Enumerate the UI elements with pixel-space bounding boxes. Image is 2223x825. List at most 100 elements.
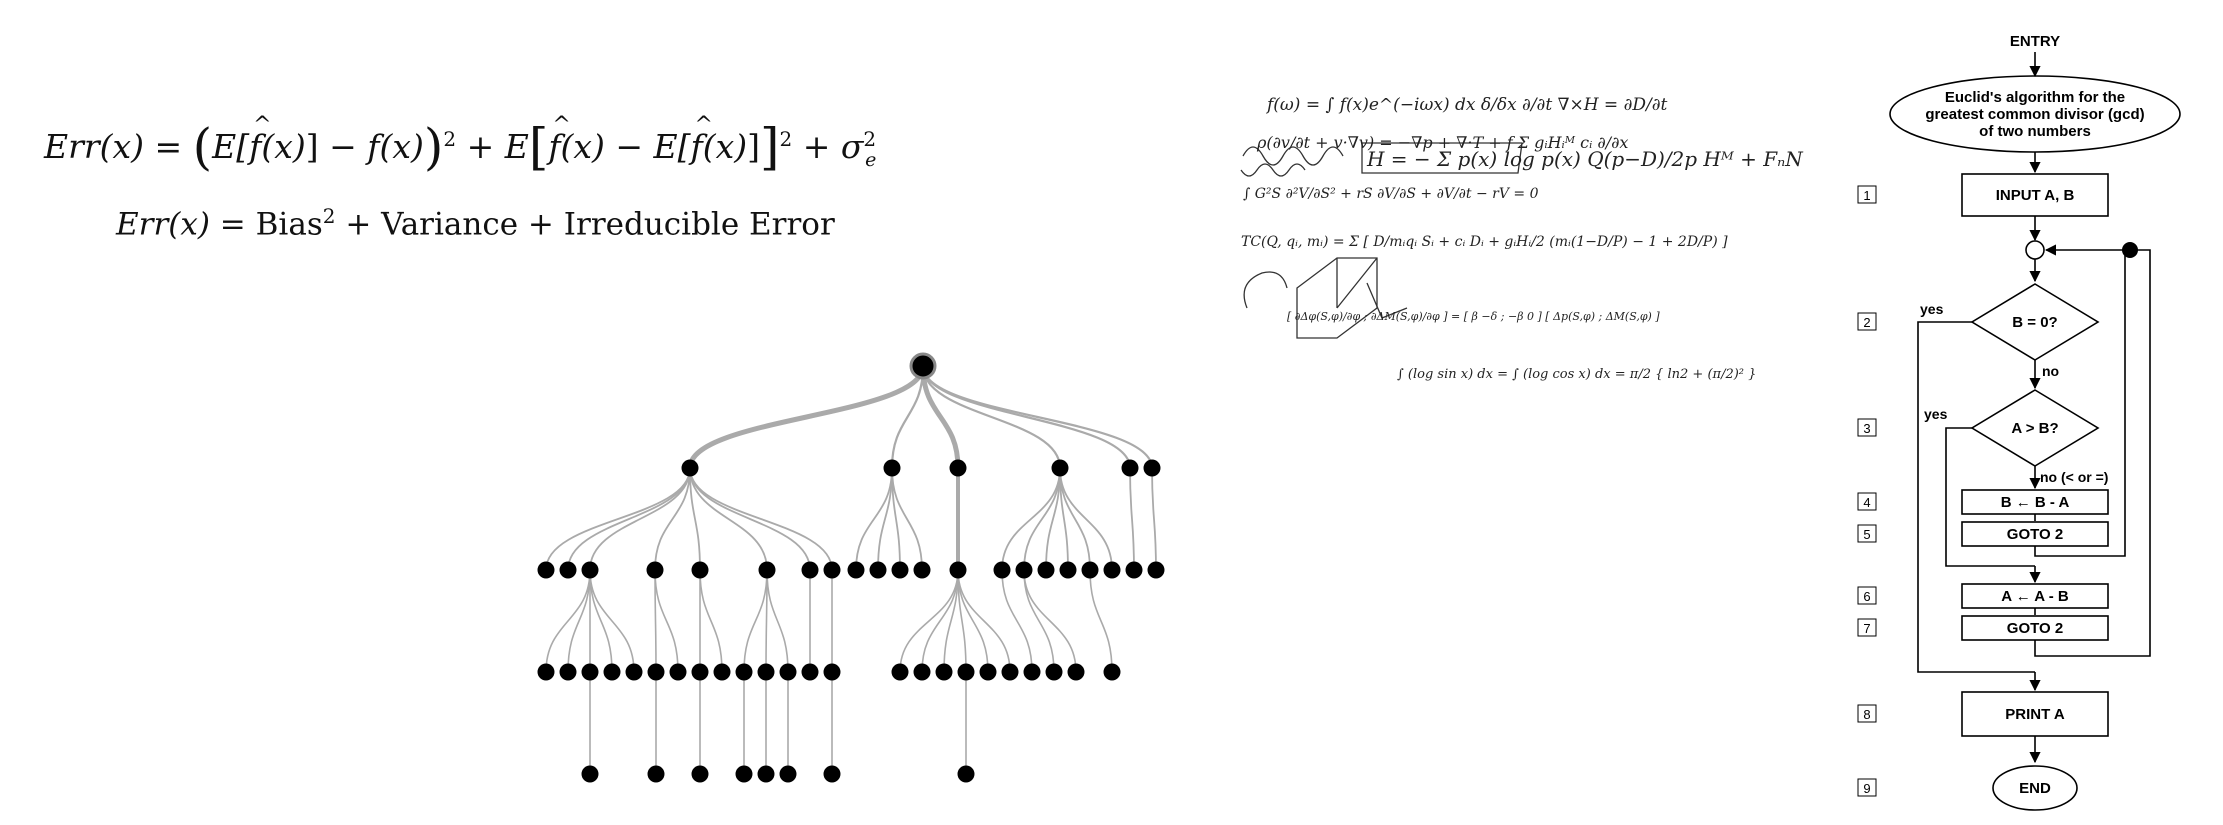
yes-label-1: yes bbox=[1920, 301, 1944, 317]
tree-node bbox=[581, 765, 599, 783]
formula2-bias-sup: 2 bbox=[322, 204, 336, 228]
tree-node bbox=[935, 663, 953, 681]
title-line-2: greatest common divisor (gcd) bbox=[1925, 106, 2144, 123]
tree-node bbox=[1143, 459, 1161, 477]
board-line-1: f(ω) = ∫ f(x)e^(−iωx) dx δ/δx ∂/∂t ∇×H =… bbox=[1265, 95, 1668, 115]
tree-node bbox=[758, 561, 776, 579]
tree-node bbox=[1125, 561, 1143, 579]
tree-node bbox=[883, 459, 901, 477]
tree-edge bbox=[567, 569, 591, 673]
line-number-box bbox=[1857, 778, 1877, 797]
tree-edge bbox=[1001, 569, 1033, 673]
tree-node bbox=[537, 663, 555, 681]
tree-edge bbox=[689, 467, 833, 571]
print-label: PRINT A bbox=[2005, 706, 2065, 723]
tree-edge bbox=[1023, 467, 1061, 571]
line-number-box bbox=[1857, 618, 1877, 637]
tree-node bbox=[1051, 459, 1069, 477]
handwritten-equations: f(ω) = ∫ f(x)e^(−iωx) dx δ/δx ∂/∂t ∇×H =… bbox=[1240, 95, 1804, 382]
boxed-entropy bbox=[1361, 142, 1523, 174]
tree-edge bbox=[921, 365, 1132, 469]
board-line-3: H = − Σ p(x) log p(x) Q(p−D)/2p Hᴹ + FₙN bbox=[1366, 147, 1804, 171]
tree-edge bbox=[589, 569, 613, 673]
step-goto-a-label: GOTO 2 bbox=[2007, 526, 2063, 543]
tree-root-node bbox=[909, 352, 937, 380]
tree-node bbox=[1121, 459, 1139, 477]
line-number: 5 bbox=[1863, 527, 1870, 542]
tree-node bbox=[681, 459, 699, 477]
line-number-box bbox=[1857, 312, 1877, 331]
no-label-2: no (< or =) bbox=[2040, 469, 2108, 485]
tree-node bbox=[646, 561, 664, 579]
tree-node bbox=[537, 561, 555, 579]
tree-node bbox=[993, 561, 1011, 579]
formula-inner-close: ] bbox=[747, 127, 760, 166]
tree-edge bbox=[899, 569, 959, 673]
formula-square-2: 2 bbox=[779, 127, 793, 151]
tree-graph bbox=[537, 352, 1165, 783]
formula2-variance: Variance bbox=[381, 206, 519, 243]
tree-node bbox=[891, 663, 909, 681]
tree-node bbox=[779, 663, 797, 681]
tree-node bbox=[625, 663, 643, 681]
tree-edge bbox=[687, 365, 926, 469]
formula-lhs: Err(x) bbox=[44, 127, 144, 166]
tree-node bbox=[735, 663, 753, 681]
tree-node bbox=[913, 561, 931, 579]
formula2-lhs: Err(x) bbox=[116, 206, 210, 243]
tree-node bbox=[779, 765, 797, 783]
formula-plus-expectation: + E bbox=[456, 127, 529, 166]
step-b-minus-a-label: B ← B - A bbox=[2001, 494, 2070, 511]
tree-edge bbox=[921, 569, 959, 673]
bias-variance-decomposition: Err(x) = Bias2 + Variance + Irreducible … bbox=[116, 204, 835, 242]
tree-node bbox=[949, 459, 967, 477]
title-line-1: Euclid's algorithm for the bbox=[1945, 89, 2125, 106]
formula-fhat-2: f bbox=[548, 113, 571, 166]
tree-node bbox=[691, 765, 709, 783]
step-goto-b-label: GOTO 2 bbox=[2007, 620, 2063, 637]
tree-edge bbox=[654, 467, 691, 571]
tree-node bbox=[647, 663, 665, 681]
board-line-4: ∫ G²S ∂²V/∂S² + rS ∂V/∂S + ∂V/∂t − rV = … bbox=[1243, 186, 1539, 202]
step-a-minus-b-label: A ← A - B bbox=[2001, 588, 2069, 605]
formula2-irreducible: Irreducible Error bbox=[563, 206, 835, 243]
tree-edge bbox=[1129, 467, 1135, 571]
line-number: 2 bbox=[1863, 315, 1870, 330]
tree-node bbox=[691, 561, 709, 579]
title-line-3: of two numbers bbox=[1979, 123, 2091, 140]
tree-edge bbox=[589, 467, 691, 571]
formula-plus-sigma: + σ bbox=[792, 127, 864, 166]
formula-minus-fx: − f(x) bbox=[318, 127, 424, 166]
board-line-7: ∫ (log sin x) dx = ∫ (log cos x) dx = π/… bbox=[1397, 367, 1756, 382]
tree-edge bbox=[589, 569, 635, 673]
tree-node bbox=[581, 663, 599, 681]
formula-square: 2 bbox=[443, 127, 457, 151]
formula-fhat-3: f bbox=[691, 113, 714, 166]
formula2-bias: Bias bbox=[255, 206, 323, 243]
line-number-box bbox=[1857, 586, 1877, 605]
line-number: 4 bbox=[1863, 495, 1870, 510]
tree-edge bbox=[957, 569, 1011, 673]
merge-node-filled bbox=[2122, 242, 2138, 258]
line-number: 3 bbox=[1863, 421, 1870, 436]
yes-label-2: yes bbox=[1924, 406, 1948, 422]
tree-node bbox=[713, 663, 731, 681]
tree-node bbox=[957, 663, 975, 681]
tree-node bbox=[559, 663, 577, 681]
sine-wave-sketch bbox=[1242, 146, 1344, 166]
tree-edge bbox=[689, 467, 768, 571]
formula-expectation: E[ bbox=[212, 127, 250, 166]
end-label: END bbox=[2019, 780, 2051, 797]
tree-edge bbox=[545, 569, 591, 673]
formula2-plus-2: + bbox=[518, 206, 564, 243]
tree-node bbox=[1081, 561, 1099, 579]
end-ellipse bbox=[1992, 765, 2078, 811]
board-line-6: [ ∂Δφ(S,φ)/∂φ ; ∂ΔM(S,φ)/∂φ ] = [ β −δ ;… bbox=[1287, 310, 1660, 323]
tree-node bbox=[603, 663, 621, 681]
formula-fhat: f bbox=[249, 113, 272, 166]
line-number: 7 bbox=[1863, 621, 1870, 636]
line-number: 9 bbox=[1863, 781, 1870, 796]
formula-sigma-sub: e bbox=[865, 148, 877, 171]
tree-edge bbox=[920, 365, 961, 469]
tree-node bbox=[869, 561, 887, 579]
